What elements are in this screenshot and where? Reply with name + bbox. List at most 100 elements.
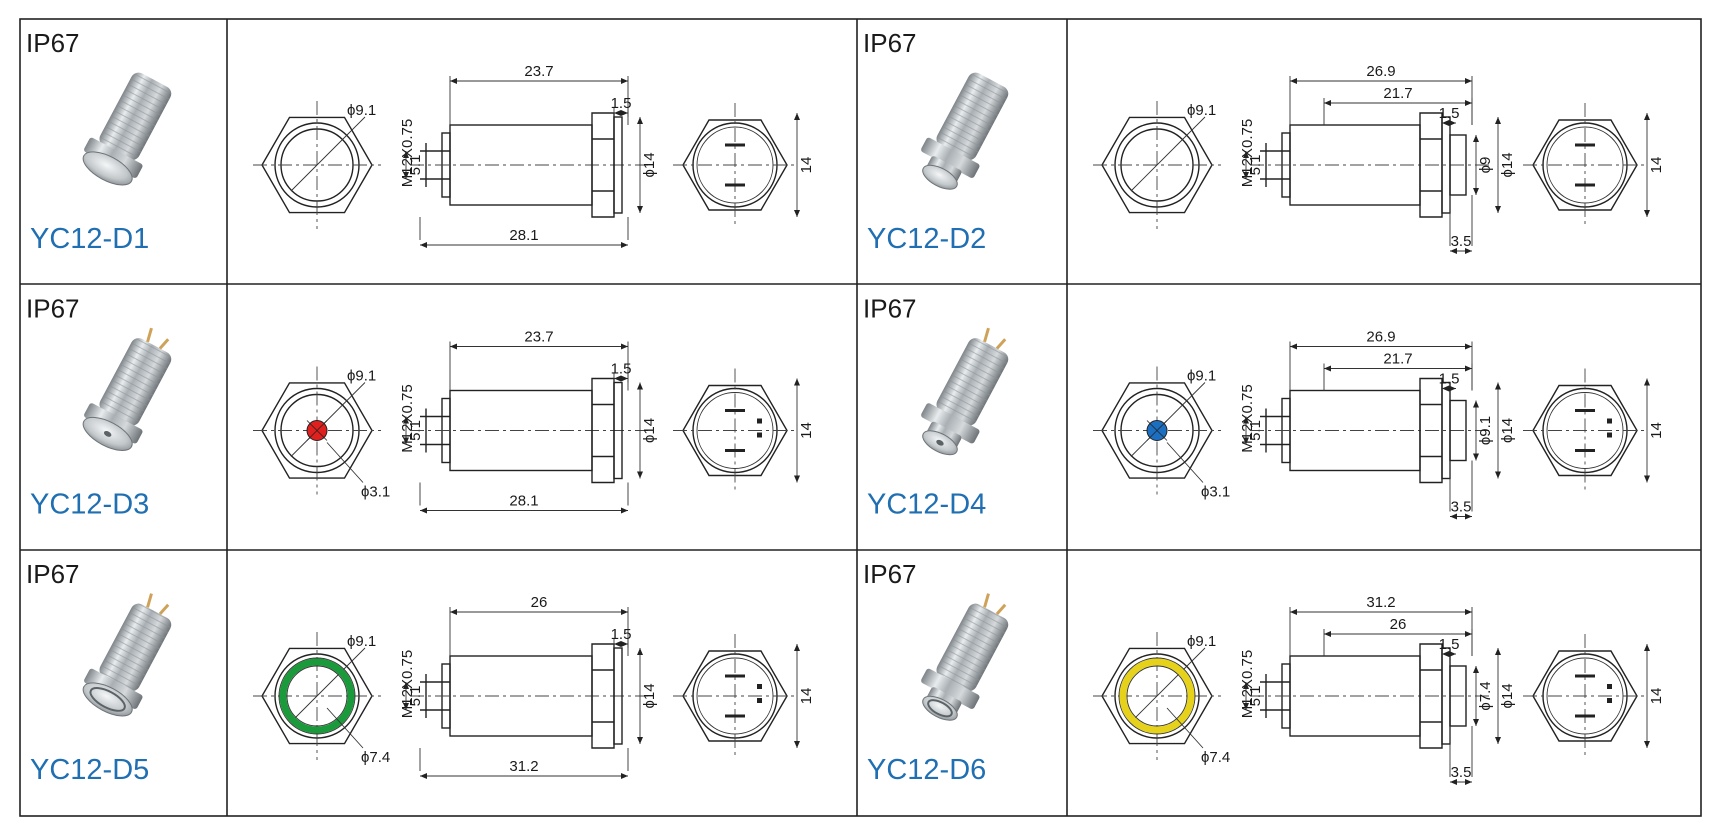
led-ring [89,687,126,712]
switch-body [82,327,172,451]
panel-yc12-d5: IP67YC12-D5ϕ9.1ϕ7.4M12X0.755.1261.531.2ϕ… [26,559,815,786]
switch-body [82,72,172,186]
plunger-height-label: 3.5 [1451,499,1472,516]
terminals [420,408,450,453]
led-dot [103,431,112,437]
front-view: ϕ9.1 [253,101,381,229]
rating-label: IP67 [26,294,80,324]
plunger-diameter-label: ϕ9 [1477,157,1494,174]
rating-label: IP67 [863,294,917,324]
plunger-profile [1449,399,1467,462]
plunger-profile [1449,665,1467,727]
terminals [1260,143,1290,187]
led-terminals [757,684,762,703]
actuator-cap [922,695,958,721]
front-diameter-label: ϕ9.1 [1187,102,1216,119]
bezel-flange [613,116,623,214]
total-length-label: 28.1 [509,493,538,510]
terminals [420,143,450,187]
plunger-height-label: 3.5 [1451,764,1472,781]
model-label: YC12-D5 [30,754,149,786]
overall-length-label: 23.7 [524,329,553,346]
thread-label: M12X0.75 [1239,119,1256,187]
body-length-label: 21.7 [1383,351,1412,368]
front-diameter-label: ϕ9.1 [347,102,376,119]
product-panels: IP67YC12-D1ϕ9.1M12X0.755.123.71.528.1ϕ14… [26,28,1665,786]
rear-height-label: 14 [1648,157,1665,174]
rating-label: IP67 [863,28,917,58]
led-terminals [757,418,762,438]
front-view: ϕ9.1ϕ3.1 [1093,366,1230,501]
overall-length-label: 26 [531,594,548,611]
actuator-cap [82,151,133,186]
rear-view: 14 [1523,634,1665,758]
product-photo [921,593,1009,721]
flange-thickness-label: 1.5 [611,95,632,112]
solder-lugs [146,327,170,350]
front-view: ϕ9.1 [1093,101,1221,229]
bezel-flange [613,647,623,745]
terminal-slots [725,143,745,187]
product-photo [921,327,1009,456]
bezel-diameter-label: ϕ14 [641,683,658,708]
switch-body [921,593,1009,721]
bezel-diameter-label: ϕ14 [1499,152,1516,177]
thread-label: M12X0.75 [399,650,416,718]
nut-profile [1419,112,1443,218]
terminals [1260,674,1290,718]
rear-height-label: 14 [1648,688,1665,705]
plunger-diameter-label: ϕ7.4 [1477,681,1494,710]
inner-diameter-label: ϕ3.1 [361,484,390,501]
terminal-slots [725,674,745,718]
rating-label: IP67 [26,28,80,58]
hex-nut [921,403,980,444]
product-photo [82,327,172,451]
rear-view: 14 [673,634,815,758]
plunger-profile [1449,134,1467,196]
panel-yc12-d4: IP67YC12-D4ϕ9.1ϕ3.1M12X0.755.126.921.71.… [863,294,1665,521]
flange-thickness-label: 1.5 [1439,371,1460,388]
solder-lugs [983,327,1007,350]
product-photo [82,72,172,186]
rear-height-label: 14 [798,157,815,174]
product-photo [82,593,172,717]
terminal-slots [725,409,745,452]
overall-length-label: 23.7 [524,63,553,80]
terminal-slots [1575,143,1595,187]
thread-label: M12X0.75 [399,384,416,452]
terminal-slots [1575,409,1595,452]
front-diameter-label: ϕ9.1 [347,633,376,650]
overall-length-label: 26.9 [1366,63,1395,80]
rear-height-label: 14 [1648,422,1665,439]
rating-label: IP67 [863,559,917,589]
flange-thickness-label: 1.5 [1439,636,1460,653]
thread-label: M12X0.75 [1239,384,1256,452]
rear-view: 14 [673,368,815,493]
panel-yc12-d1: IP67YC12-D1ϕ9.1M12X0.755.123.71.528.1ϕ14… [26,28,815,255]
front-view: ϕ9.1ϕ3.1 [253,366,390,501]
front-view: ϕ9.1ϕ7.4 [253,632,390,766]
thread-label: M12X0.75 [1239,650,1256,718]
led-terminals [1607,418,1612,438]
rear-view: 14 [673,103,815,227]
inner-diameter-label: ϕ3.1 [1201,484,1230,501]
switch-body [921,72,1009,190]
bezel-diameter-label: ϕ14 [641,418,658,443]
nut-profile [1419,643,1443,749]
model-label: YC12-D6 [867,754,986,786]
panel-yc12-d6: IP67YC12-D6ϕ9.1ϕ7.4M12X0.755.131.2261.53… [863,559,1665,786]
switch-body [82,593,172,717]
bezel-diameter-label: ϕ14 [1499,683,1516,708]
bezel-diameter-label: ϕ14 [641,152,658,177]
actuator-cap [922,164,958,190]
led-dot [936,439,944,446]
bezel-diameter-label: ϕ14 [1499,418,1516,443]
nut-profile [591,112,615,218]
terminal-slots [1575,674,1595,718]
plunger-diameter-label: ϕ9.1 [1477,416,1494,445]
